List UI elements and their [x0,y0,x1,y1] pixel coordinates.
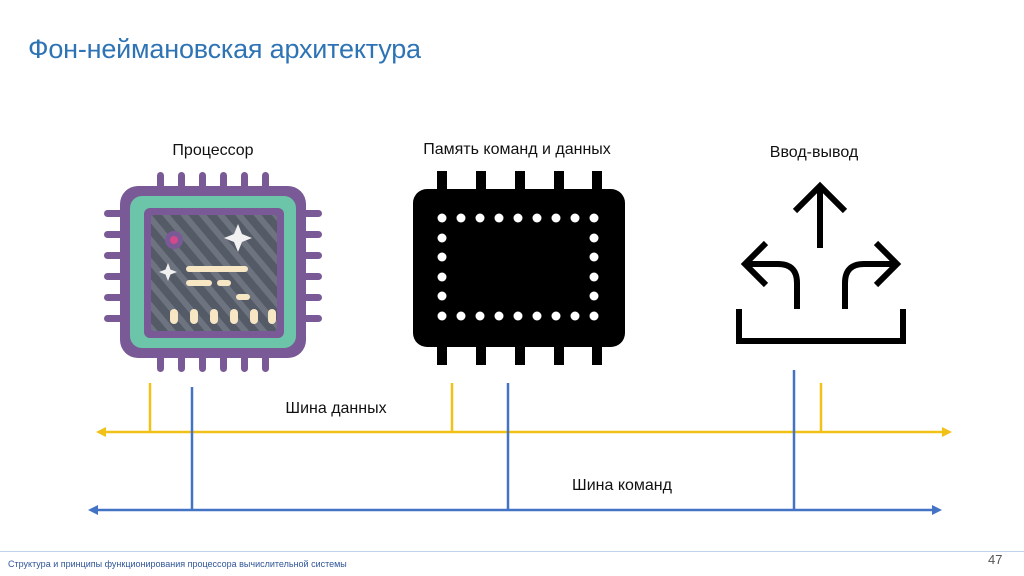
command-bus-label: Шина команд [572,477,672,494]
slide-title: Фон-неймановская архитектура [28,34,421,64]
footer-divider [0,551,1024,552]
command-bus [88,370,942,515]
page-number: 47 [988,552,1003,567]
footer-course-title: Структура и принципы функционирования пр… [8,559,347,569]
memory-chip-icon [413,171,625,365]
data-bus [96,383,952,437]
io-label: Ввод-вывод [769,144,859,161]
memory-label: Память команд и данных [423,141,611,158]
processor-label: Процессор [172,142,254,159]
data-bus-label: Шина данных [285,400,387,417]
processor-chip-icon [104,172,322,372]
input-output-icon [736,181,906,344]
